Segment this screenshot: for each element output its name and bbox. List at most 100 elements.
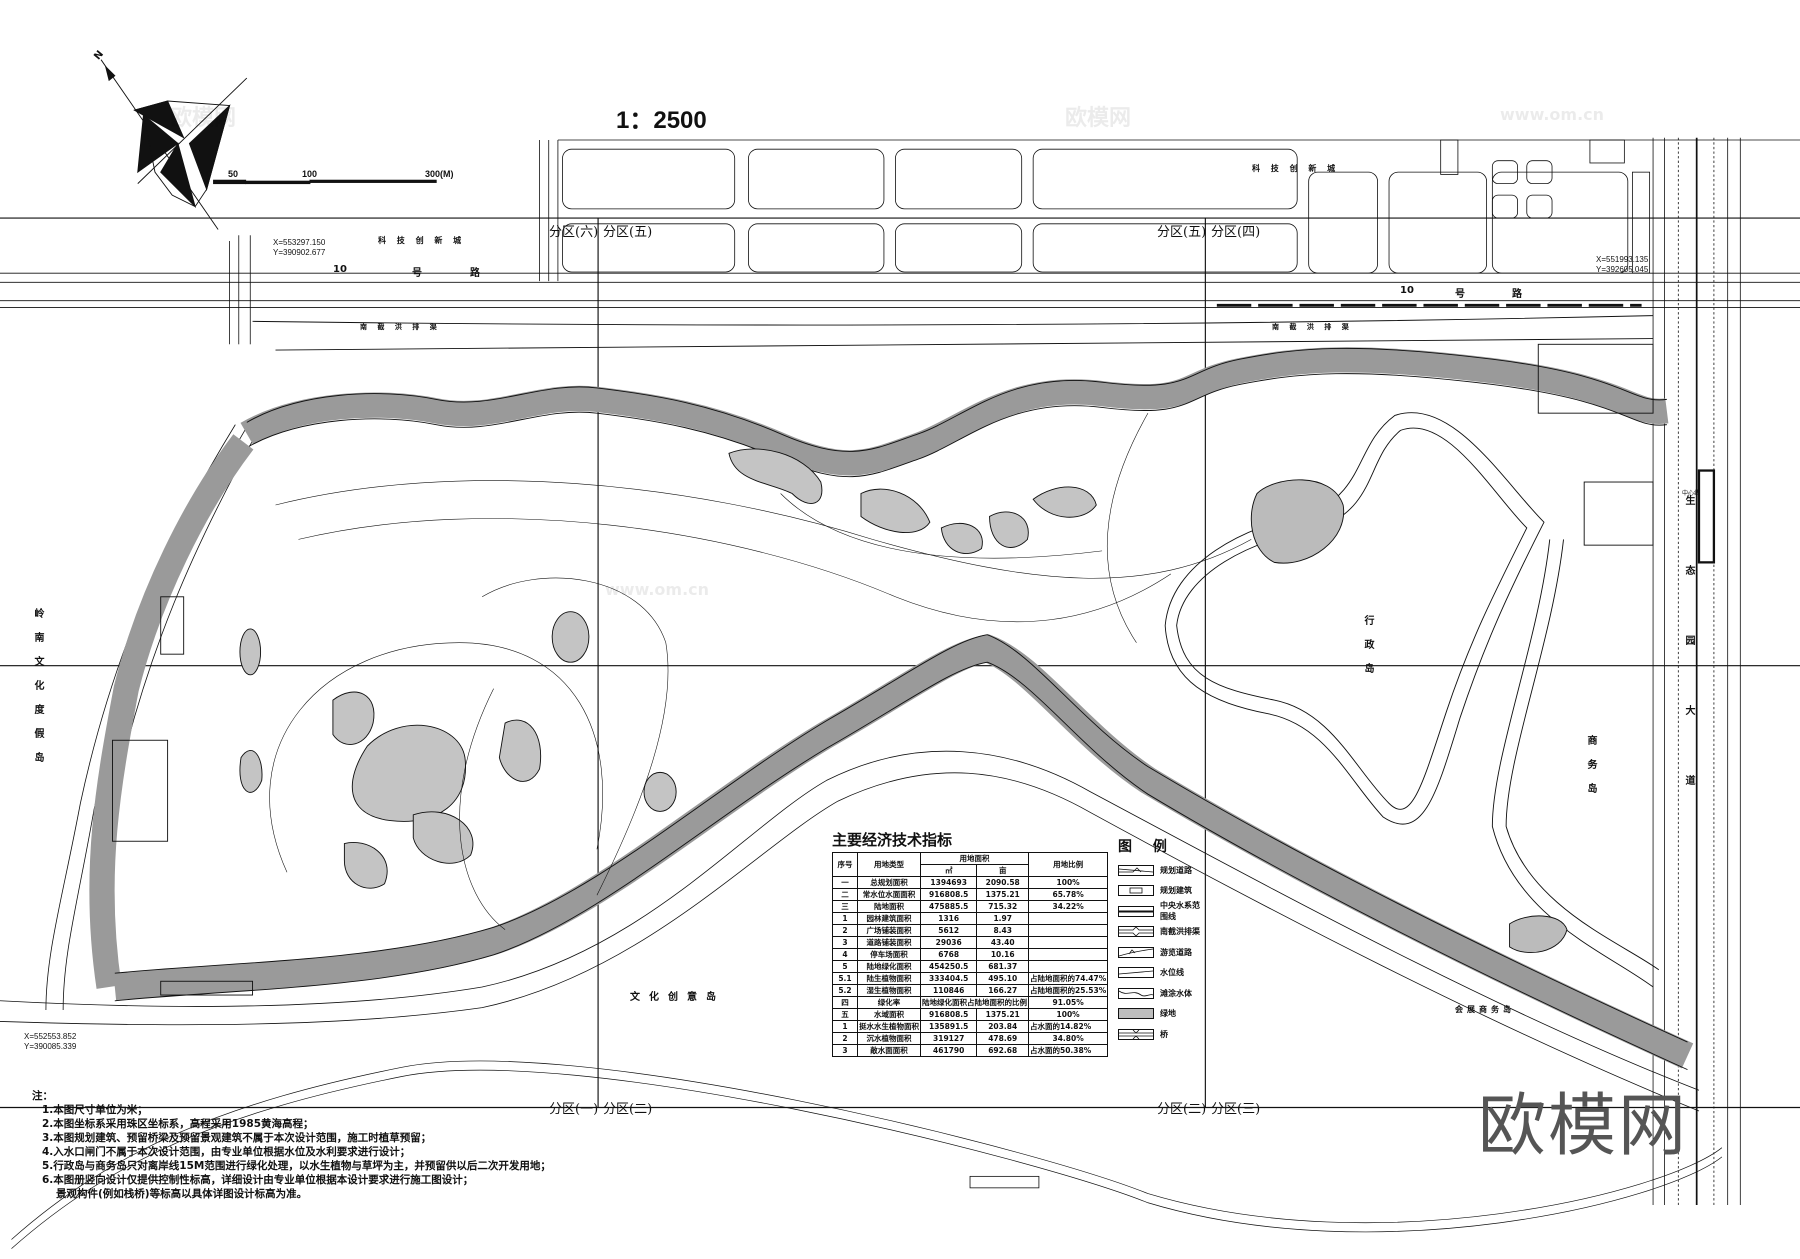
cell-no: 5 — [832, 960, 858, 973]
notes-title: 注： — [32, 1090, 53, 1102]
cell-type: 湿生植物面积 — [857, 984, 921, 997]
note-item: 5.行政岛与商务岛只对离岸线15M范围进行绿化处理，以水生植物与草坪为主，并预留… — [42, 1160, 551, 1172]
road-label: 号 — [412, 268, 422, 279]
zone-label: 分区(二) — [1157, 1102, 1207, 1117]
legend-item: 中央水系范围线 — [1118, 901, 1206, 922]
planned-building-icon — [1118, 885, 1154, 897]
cell-type: 挺水水生植物面积 — [857, 1020, 921, 1033]
road-label: 路 — [1512, 289, 1522, 300]
cell-sqm: 454250.5 — [919, 960, 978, 973]
legend-label: 规划建筑 — [1160, 886, 1192, 896]
cell-ratio: 100% — [1027, 1008, 1109, 1021]
legend-item: 滩涂水体 — [1118, 983, 1206, 1004]
admin-island-lake — [1164, 412, 1660, 988]
coord-x: X=553297.150 — [273, 238, 326, 247]
place-label: 南 截 洪 排 渠 — [1272, 323, 1353, 331]
scale-bar — [213, 179, 437, 185]
center-line-label: 中心线 — [1682, 490, 1701, 497]
cell-type: 广场铺装面积 — [857, 924, 921, 937]
header-no: 序号 — [832, 852, 858, 877]
zone-label: 分区(三) — [1211, 1102, 1261, 1117]
cell-sqm: 1394693 — [919, 876, 978, 889]
bridge-icon — [1118, 1028, 1154, 1040]
road-label: 10 — [1400, 285, 1414, 296]
cell-no: 3 — [832, 936, 858, 949]
cell-type: 敞水面面积 — [857, 1044, 921, 1057]
cell-sqm: 6768 — [919, 948, 978, 961]
cell-mu: 478.69 — [976, 1032, 1029, 1045]
cell-no: 四 — [832, 996, 858, 1009]
cell-sqm: 475885.5 — [919, 900, 978, 913]
inner-islands — [239, 448, 1097, 889]
note-item: 1.本图尺寸单位为米； — [42, 1104, 148, 1116]
cell-ratio — [1027, 936, 1109, 949]
legend-item: 桥 — [1118, 1024, 1206, 1045]
island-label: 文化创意岛 — [630, 992, 725, 1003]
legend-label: 规划道路 — [1160, 865, 1192, 875]
zone-label: 分区(一) — [549, 1102, 599, 1117]
legend-item: 水位线 — [1118, 963, 1206, 984]
legend-label: 滩涂水体 — [1160, 988, 1192, 998]
coord-x: X=551993.135 — [1596, 255, 1649, 264]
zone-label: 分区(五) — [1157, 225, 1207, 240]
cell-type: 绿化率 — [857, 996, 921, 1009]
cell-type: 陆地面积 — [857, 900, 921, 913]
scale-tick: 0 — [206, 169, 212, 179]
cell-no: 2 — [832, 1032, 858, 1045]
cell-mu: 692.68 — [976, 1044, 1029, 1057]
tour-paths — [269, 413, 1252, 930]
cell-ratio: 34.22% — [1027, 900, 1109, 913]
cell-no: 4 — [832, 948, 858, 961]
road-label: 10 — [333, 264, 347, 275]
place-label: 科 技 创 新 城 — [378, 236, 466, 245]
legend-item: 游览道路 — [1118, 942, 1206, 963]
cell-ratio: 占水面的14.82% — [1027, 1020, 1109, 1033]
island-label: 商务岛 — [1585, 735, 1596, 807]
cell-ratio: 占水面的50.38% — [1027, 1044, 1109, 1057]
cell-no: 5.2 — [832, 984, 858, 997]
legend-label: 中央水系范围线 — [1160, 901, 1200, 922]
cell-type: 沉水植物面积 — [857, 1032, 921, 1045]
legend-item: 规划建筑 — [1118, 881, 1206, 902]
legend-item: 绿地 — [1118, 1004, 1206, 1025]
watermark-url: www.om.cn — [605, 580, 710, 599]
note-item: 景观构件(例如栈桥)等标高以具体详图设计标高为准。 — [56, 1188, 308, 1200]
cell-no: 3 — [832, 1044, 858, 1057]
drawing-scale: 1：2500 — [616, 107, 707, 134]
cell-mu: 1.97 — [976, 912, 1029, 925]
road-label: 号 — [1455, 289, 1465, 300]
zone-label: 分区(四) — [1211, 225, 1261, 240]
cell-no: 5.1 — [832, 972, 858, 985]
header-ratio: 用地比例 — [1027, 852, 1109, 877]
scale-tick: 300(M) — [425, 169, 454, 179]
cell-mu: 681.37 — [976, 960, 1029, 973]
water-boundary-line-icon — [1118, 905, 1154, 917]
cell-ratio — [1027, 948, 1109, 961]
watermark-logo-large: 欧模网 — [1478, 1087, 1689, 1166]
tour-path-icon — [1118, 946, 1154, 958]
cell-no: 1 — [832, 1020, 858, 1033]
cell-mu: 43.40 — [976, 936, 1029, 949]
note-item: 6.本图册竖向设计仅提供控制性标高，详细设计由专业单位根据本设计要求进行施工图设… — [42, 1174, 474, 1186]
zone-label: 分区(二) — [603, 1102, 653, 1117]
cell-no: 三 — [832, 900, 858, 913]
cell-type: 陆生植物面积 — [857, 972, 921, 985]
cell-mu: 1375.21 — [976, 1008, 1029, 1021]
cell-mu: 2090.58 — [976, 876, 1029, 889]
watermark-logo: 欧模网 — [170, 106, 237, 131]
table-header-row: 序号 用地类型 用地面积 用地比例 — [832, 852, 1109, 877]
cell-sqm: 333404.5 — [919, 972, 978, 985]
legend-label: 桥 — [1160, 1029, 1168, 1039]
cell-mu: 166.27 — [976, 984, 1029, 997]
cell-mu: 203.84 — [976, 1020, 1029, 1033]
